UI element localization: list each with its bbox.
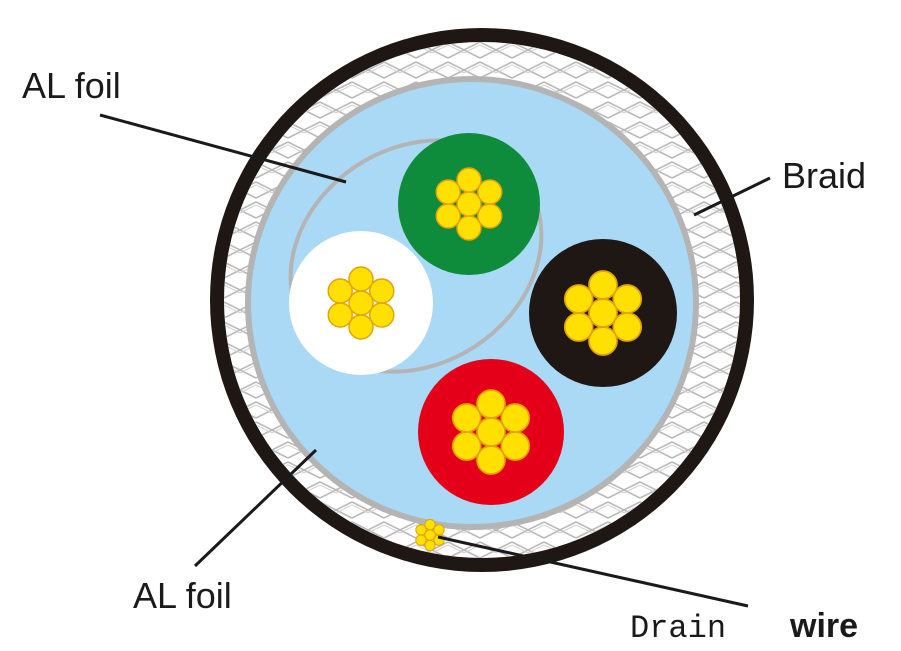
strand [588, 270, 618, 300]
label-al-foil-inner: AL foil [22, 65, 121, 106]
white-conductor-strands [327, 266, 395, 340]
label-braid: Braid [782, 155, 866, 196]
strand [415, 534, 427, 546]
strand [500, 431, 531, 461]
green-conductor-strands [435, 167, 503, 241]
strand [424, 518, 436, 531]
leader-braid [693, 176, 771, 217]
strand [588, 298, 618, 328]
strand [456, 167, 482, 193]
label-drain: Drain [630, 610, 726, 647]
leader-al-foil-inner [99, 113, 347, 184]
strand [327, 278, 353, 304]
strand [563, 312, 594, 342]
strand [348, 266, 374, 292]
strand [476, 417, 506, 447]
strand [451, 403, 482, 433]
strand [348, 314, 374, 340]
strand [435, 203, 461, 229]
leader-al-foil-outer [193, 448, 318, 568]
strand [327, 302, 353, 328]
strand [415, 524, 427, 536]
drain-wire [415, 518, 445, 552]
strand [451, 431, 482, 461]
strand [476, 389, 506, 419]
strand [500, 403, 531, 433]
strand [588, 326, 618, 356]
strand [477, 179, 503, 205]
strand [612, 284, 643, 314]
label-al-foil-outer: AL foil [133, 575, 232, 616]
strand [369, 278, 395, 304]
strand [612, 312, 643, 342]
strand [348, 290, 374, 316]
strand [477, 203, 503, 229]
strand [456, 191, 482, 217]
red-conductor-strands [451, 389, 531, 475]
strand [435, 179, 461, 205]
black-conductor-strands [563, 270, 643, 356]
strand [433, 524, 445, 536]
strand [369, 302, 395, 328]
strand [563, 284, 594, 314]
strand [476, 445, 506, 475]
strand [456, 215, 482, 241]
leader-drain-wire [437, 535, 749, 608]
strand [424, 539, 436, 552]
label-wire: wire [789, 607, 858, 645]
outer-foil [245, 76, 699, 530]
